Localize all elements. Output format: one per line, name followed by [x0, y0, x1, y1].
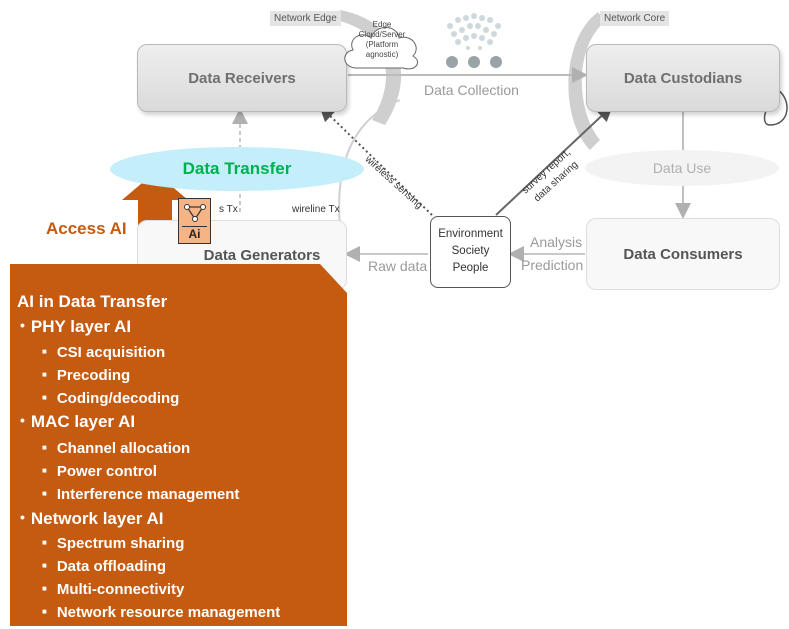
data-generators-label: Data Generators: [203, 246, 321, 264]
access-ai-label: Access AI: [46, 219, 127, 238]
data-receivers-label: Data Receivers: [188, 69, 296, 87]
panel-item: ■Channel allocation: [42, 440, 191, 457]
cloud-server-line: Cloud/Server: [358, 30, 406, 39]
custodians-self-loop: [763, 89, 788, 126]
data-custodians-node[interactable]: Data Custodians: [586, 44, 780, 112]
network-edge-label: Network Edge: [270, 11, 341, 26]
panel-item: ■Network resource management: [42, 604, 281, 621]
environment-node[interactable]: Environment Society People: [430, 216, 511, 288]
panel-item: ■Coding/decoding: [42, 390, 180, 407]
data-transfer-ellipse[interactable]: Data Transfer: [110, 147, 364, 191]
wireline-tx-label: wireline Tx: [292, 204, 340, 215]
wireless-sensing-arrow: [319, 105, 433, 216]
society-line: Society: [451, 245, 490, 257]
ai-icon-label: Ai: [182, 226, 207, 241]
data-transfer-label: Data Transfer: [182, 159, 292, 178]
agnostic-line: agnostic): [365, 50, 399, 59]
panel-item: ■CSI acquisition: [42, 344, 166, 361]
edge-line: Edge: [372, 20, 392, 29]
panel-title: AI in Data Transfer: [17, 292, 168, 311]
environment-line: Environment: [438, 228, 503, 240]
ai-data-transfer-panel: AI in Data Transfer •PHY layer AI ■CSI a…: [10, 264, 347, 626]
people-line: People: [452, 262, 489, 274]
survey-report-arrow: [495, 105, 613, 216]
panel-item: ■Precoding: [42, 367, 131, 384]
analysis-label: Analysis: [530, 234, 583, 250]
panel-item: ■Data offloading: [42, 558, 167, 575]
raw-data-label: Raw data: [368, 258, 428, 274]
network-layer-heading: •Network layer AI: [20, 509, 164, 528]
network-core-label: Network Core: [600, 11, 670, 26]
data-custodians-label: Data Custodians: [623, 69, 743, 87]
panel-item: ■Multi-connectivity: [42, 581, 185, 598]
network-core-arc: [568, 12, 605, 150]
phy-layer-heading: •PHY layer AI: [20, 317, 132, 336]
panel-item: ■Interference management: [42, 486, 240, 503]
data-use-ellipse: Data Use: [585, 150, 779, 186]
data-cluster-icon: [446, 13, 502, 68]
network-graph-icon: Ai: [178, 198, 211, 244]
s-tx-label: s Tx: [219, 204, 238, 215]
data-use-label: Data Use: [652, 160, 712, 176]
mac-layer-heading: •MAC layer AI: [20, 412, 136, 431]
prediction-label: Prediction: [521, 257, 584, 273]
data-receivers-node[interactable]: Data Receivers: [137, 44, 347, 112]
platform-line: (Platform: [365, 40, 399, 49]
data-consumers-node[interactable]: Data Consumers: [586, 218, 780, 290]
data-collection-label: Data Collection: [424, 82, 519, 98]
data-consumers-label: Data Consumers: [623, 245, 743, 263]
cloud-icon: Edge Cloud/Server (Platform agnostic): [337, 16, 427, 74]
panel-item: ■Power control: [42, 463, 157, 480]
panel-item: ■Spectrum sharing: [42, 535, 185, 552]
